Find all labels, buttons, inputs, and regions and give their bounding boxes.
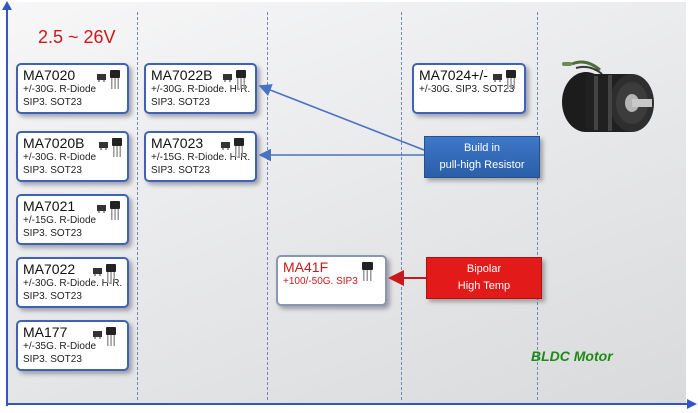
part-name: MA7022B xyxy=(151,67,213,83)
chip-package-icon xyxy=(493,70,516,89)
chip-package-icon xyxy=(221,138,244,157)
part-spec: +/-30G. R-Diode xyxy=(23,84,97,95)
part-package: SIP3. SOT23 xyxy=(151,164,210,176)
callout-line: Build in xyxy=(463,142,501,154)
column-divider xyxy=(537,12,538,400)
callout-line: pull-high Resistor xyxy=(439,159,525,171)
part-package: SIP3. SOT23 xyxy=(23,227,82,239)
part-package: SIP3. SOT23 xyxy=(23,353,82,365)
part-spec: +/-30G. SIP3. SOT23 xyxy=(419,84,515,95)
part-name: MA7024+/- xyxy=(419,67,488,83)
part-spec: +/-30G. R-Diode xyxy=(23,152,97,163)
part-card-ma41f: MA41F +100/-50G. SIP3 xyxy=(276,255,387,306)
column-divider xyxy=(137,12,138,400)
bldc-motor-label: BLDC Motor xyxy=(531,348,613,364)
part-name: MA7020 xyxy=(23,67,76,83)
part-spec: +/-15G. R-Diode. H-R. xyxy=(151,152,251,163)
part-card-ma7023: MA7023 +/-15G. R-Diode. H-R. SIP3. SOT23 xyxy=(144,131,257,182)
part-package: SIP3. SOT23 xyxy=(151,96,210,108)
part-card-ma7020b: MA7020B +/-30G. R-Diode SIP3. SOT23 xyxy=(16,131,129,182)
part-spec: +/-35G. R-Diode xyxy=(23,341,97,352)
column-divider xyxy=(267,12,268,400)
sip3-transistor-icon xyxy=(362,262,373,281)
callout-line: High Temp xyxy=(457,280,511,292)
chip-package-icon xyxy=(99,138,122,157)
part-card-ma7020: MA7020 +/-30G. R-Diode SIP3. SOT23 xyxy=(16,63,129,114)
part-name: MA7022 xyxy=(23,261,76,277)
part-card-ma7022b: MA7022B +/-30G. R-Diode. H-R. SIP3. SOT2… xyxy=(144,63,257,114)
part-card-ma7024: MA7024+/- +/-30G. SIP3. SOT23 xyxy=(412,63,526,114)
arrow-to-ma7022b xyxy=(258,84,425,151)
part-name: MA177 xyxy=(23,324,68,340)
part-spec: +/-15G. R-Diode xyxy=(23,215,97,226)
part-card-ma7021: MA7021 +/-15G. R-Diode SIP3. SOT23 xyxy=(16,194,129,245)
chip-package-icon xyxy=(223,70,246,89)
part-spec: +/-30G. R-Diode. H-R. xyxy=(23,278,123,289)
part-card-ma7022: MA7022 +/-30G. R-Diode. H-R. SIP3. SOT23 xyxy=(16,257,129,308)
part-name: MA7020B xyxy=(23,135,85,151)
y-axis-line xyxy=(6,8,8,406)
part-name: MA7021 xyxy=(23,198,76,214)
bipolar-callout: Bipolar High Temp xyxy=(426,257,542,299)
chip-package-icon xyxy=(97,201,120,220)
part-card-ma177: MA177 +/-35G. R-Diode SIP3. SOT23 xyxy=(16,320,129,371)
x-axis-line xyxy=(6,403,688,405)
part-name: MA7023 xyxy=(151,135,204,151)
part-package: SIP3. SOT23 xyxy=(23,164,82,176)
part-package: SIP3. SOT23 xyxy=(23,290,82,302)
part-package: SIP3. SOT23 xyxy=(23,96,82,108)
chip-package-icon xyxy=(93,264,116,283)
chip-package-icon xyxy=(97,70,120,89)
chip-package-icon xyxy=(93,327,116,346)
part-spec: +100/-50G. SIP3 xyxy=(283,276,358,287)
x-axis-arrow-icon xyxy=(687,399,697,409)
part-spec: +/-30G. R-Diode. H-R. xyxy=(151,84,251,95)
callout-line: Bipolar xyxy=(466,263,502,275)
bldc-motor-image xyxy=(562,60,654,132)
column-divider xyxy=(401,12,402,400)
voltage-range-label: 2.5 ~ 26V xyxy=(38,27,116,47)
pull-high-callout: Build in pull-high Resistor xyxy=(424,136,540,178)
part-name: MA41F xyxy=(283,259,329,275)
y-axis-arrow-icon xyxy=(2,1,12,10)
